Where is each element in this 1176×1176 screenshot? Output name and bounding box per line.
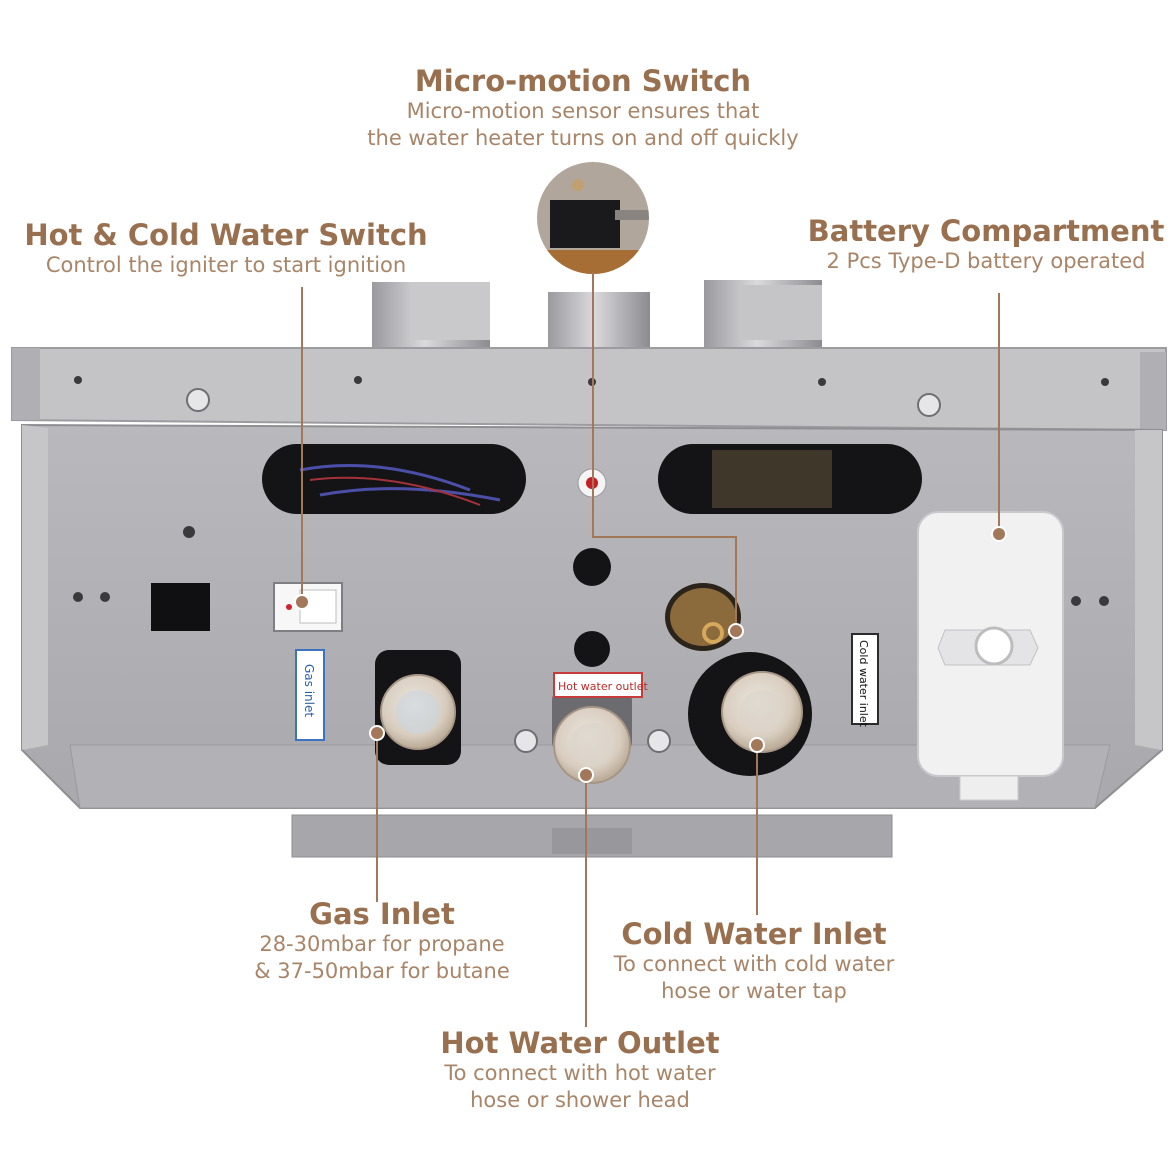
svg-text:Cold water inlet: Cold water inlet <box>857 640 870 728</box>
svg-text:Hot water outlet: Hot water outlet <box>558 680 648 693</box>
callout-desc-1: 2 Pcs Type-D battery operated <box>826 249 1146 273</box>
callout-title: Hot Water Outlet <box>440 1026 720 1060</box>
callout-title: Cold Water Inlet <box>621 917 887 951</box>
callout-desc-1: 28-30mbar for propane <box>259 932 505 956</box>
callout-desc-2: the water heater turns on and off quickl… <box>367 126 799 150</box>
callout-title: Battery Compartment <box>807 214 1165 248</box>
callout-title: Micro-motion Switch <box>414 64 752 98</box>
vent-slots <box>262 444 922 514</box>
battery-compartment <box>917 511 1064 801</box>
callout-hot-cold-water-switch: Hot & Cold Water Switch Control the igni… <box>20 218 432 279</box>
leader-lines <box>301 272 1000 1027</box>
hot-water-outlet-fitting <box>552 690 632 784</box>
flue-pipe-left <box>372 282 490 352</box>
callout-desc-1: Control the igniter to start ignition <box>45 253 407 277</box>
callout-desc-2: hose or water tap <box>661 979 847 1003</box>
callout-cold-water-inlet: Cold Water Inlet To connect with cold wa… <box>584 917 924 1005</box>
gas-inlet-sticker: Gas inlet <box>295 649 325 741</box>
top-lid <box>11 347 1167 432</box>
callout-title: Gas Inlet <box>309 897 455 931</box>
callout-hot-water-outlet: Hot Water Outlet To connect with hot wat… <box>418 1026 742 1114</box>
callout-gas-inlet: Gas Inlet 28-30mbar for propane & 37-50m… <box>218 897 546 985</box>
hot-water-outlet-sticker: Hot water outlet <box>553 672 648 698</box>
callout-micro-motion-switch: Micro-motion Switch Micro-motion sensor … <box>330 64 836 152</box>
callout-desc-1: Micro-motion sensor ensures that <box>406 99 760 123</box>
brass-valve-window <box>665 583 741 651</box>
callout-desc-2: hose or shower head <box>470 1088 690 1112</box>
screws <box>186 388 941 753</box>
callout-desc-2: & 37-50mbar for butane <box>254 959 510 983</box>
callout-desc-1: To connect with cold water <box>613 952 895 976</box>
gas-inlet-fitting <box>375 650 461 765</box>
flue-pipe-center <box>548 292 650 352</box>
callout-battery-compartment: Battery Compartment 2 Pcs Type-D battery… <box>798 214 1174 275</box>
flue-pipe-right <box>704 280 822 352</box>
cold-water-inlet-fitting <box>688 652 812 776</box>
svg-text:Gas inlet: Gas inlet <box>302 664 316 717</box>
leader-dots <box>294 526 1007 783</box>
cold-water-inlet-sticker: Cold water inlet <box>851 633 879 728</box>
callout-desc-1: To connect with hot water <box>444 1061 716 1085</box>
callout-title: Hot & Cold Water Switch <box>24 218 428 252</box>
micro-switch-zoom-circle <box>535 160 651 276</box>
